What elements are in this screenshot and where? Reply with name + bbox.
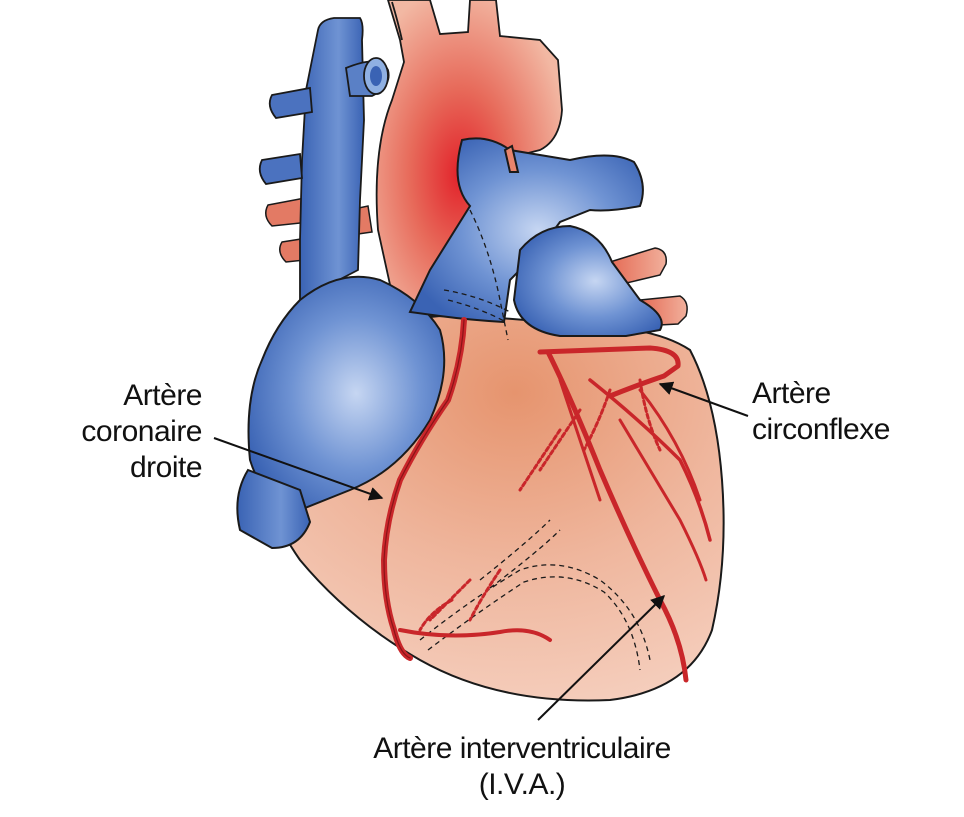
- pulmonary-artery: [408, 137, 663, 337]
- label-line: coronaire: [81, 415, 202, 448]
- lad-artery: [545, 349, 689, 683]
- arrow-iva: [537, 595, 665, 721]
- posterior-branch: [398, 628, 552, 642]
- label-coronaire-droite: Artère coronaire droite: [40, 378, 202, 486]
- label-line: Artère: [123, 379, 202, 412]
- arrow-coronaire-droite: [213, 437, 384, 501]
- label-line: Artère: [752, 377, 831, 410]
- label-iva: Artère interventriculaire (I.V.A.): [346, 731, 698, 803]
- superior-vena-cava: [258, 17, 390, 302]
- label-circonflexe: Artère circonflexe: [752, 376, 890, 448]
- coronary-arteries: [381, 317, 712, 683]
- right-atrium: [236, 275, 446, 550]
- label-line: Artère interventriculaire: [373, 732, 671, 765]
- circumflex-artery: [537, 345, 681, 399]
- label-line: droite: [129, 451, 203, 484]
- arrow-circonflexe: [658, 381, 749, 417]
- label-line: circonflexe: [752, 413, 890, 446]
- hidden-vessels: [419, 209, 651, 671]
- leader-lines: [213, 381, 749, 721]
- label-line: (I.V.A.): [478, 768, 566, 801]
